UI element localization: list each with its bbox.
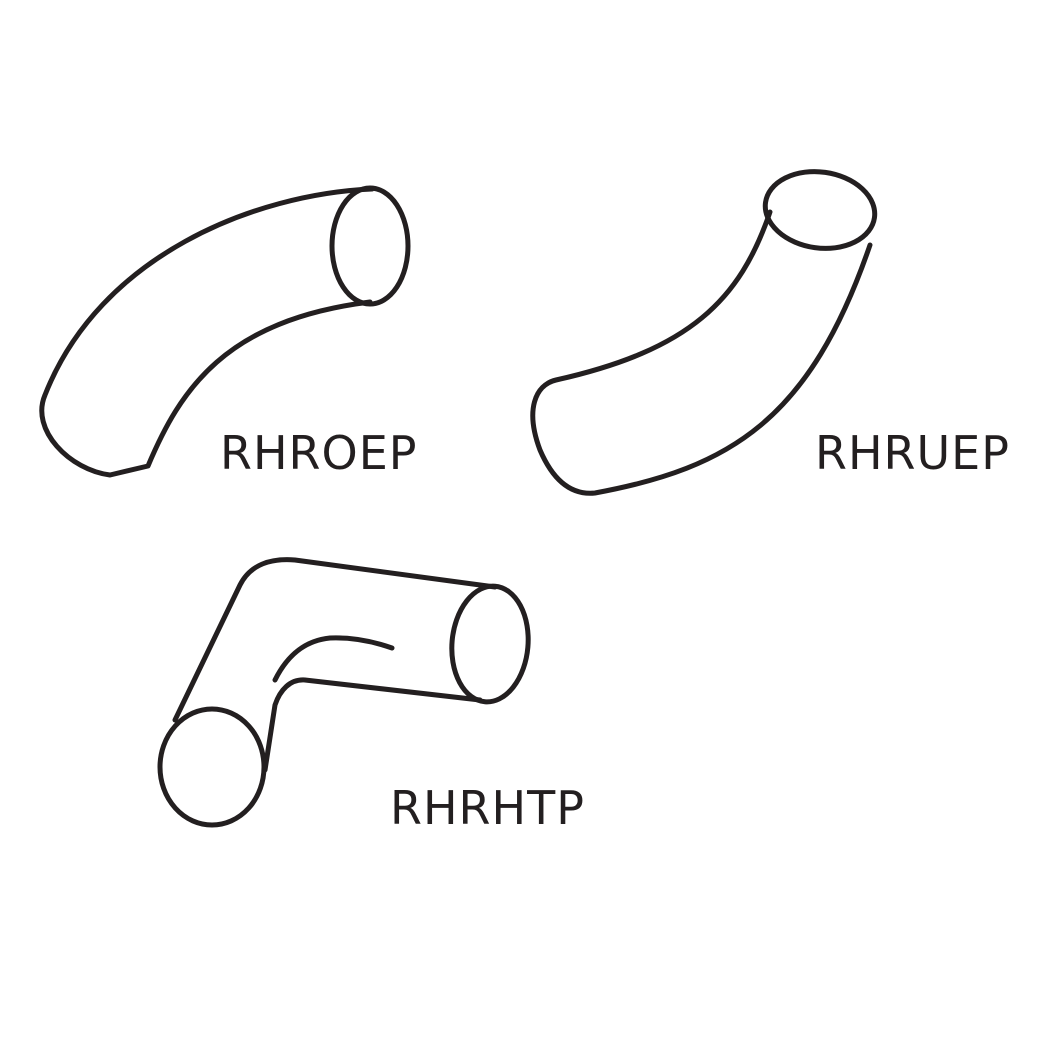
label-rhruep: RHRUEP [815,426,1010,480]
hose-rhrhtp-end-right [449,583,531,705]
hose-rhrhtp-body [172,557,498,773]
hose-rhrhtp-drawing [157,557,531,828]
hose-rhroep-body [39,186,375,478]
hose-rhruep-end [762,169,878,251]
hose-rhroep-drawing [39,185,411,478]
hose-rhruep-body [530,209,873,496]
label-rhroep: RHROEP [220,426,418,480]
hose-rhruep-drawing [530,169,878,496]
hose-rhrhtp-end-left [157,706,267,828]
hose-rhroep-end [329,185,411,307]
hose-rhrhtp-crease [272,635,395,683]
label-rhrhtp: RHRHTP [390,781,585,835]
